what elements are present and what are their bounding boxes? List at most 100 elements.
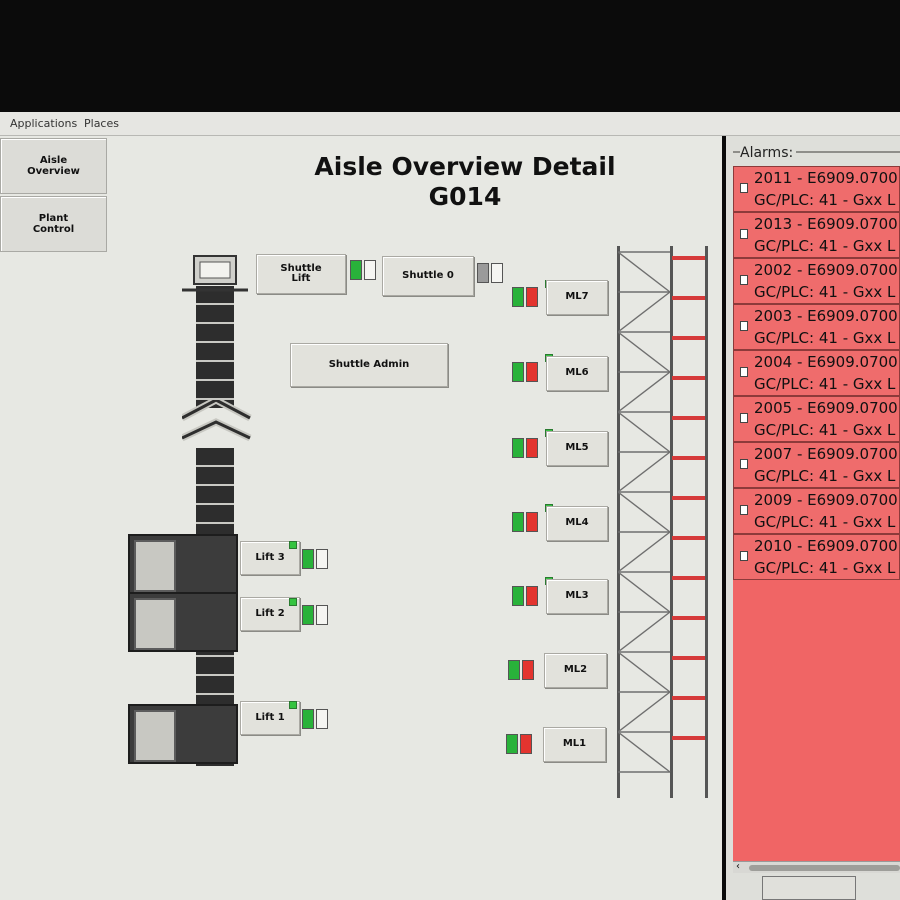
alarm-line-2: GC/PLC: 41 - Gxx L <box>754 191 896 209</box>
ml6-button[interactable]: ML6 <box>546 356 608 391</box>
alarm-document-icon[interactable] <box>740 459 748 469</box>
ml2-red-led <box>522 660 534 680</box>
lift-2-status-dot <box>289 598 297 606</box>
lift-1-station <box>128 704 238 764</box>
scrollbar-thumb[interactable] <box>749 865 900 871</box>
ml4-green-led <box>512 512 524 532</box>
ml6-green-led <box>512 362 524 382</box>
alarm-line-1: 2010 - E6909.0700 <box>754 537 898 555</box>
ml5-red-led <box>526 438 538 458</box>
lift-2-station <box>128 592 238 652</box>
alarm-row[interactable]: 2005 - E6909.0700 GC/PLC: 41 - Gxx L <box>733 396 900 442</box>
ml2-button[interactable]: ML2 <box>544 653 607 688</box>
alarm-line-1: 2009 - E6909.0700 <box>754 491 898 509</box>
alarm-document-icon[interactable] <box>740 413 748 423</box>
shuttle-0-white-led <box>491 263 503 283</box>
ml1-button[interactable]: ML1 <box>543 727 606 762</box>
alarm-line-1: 2011 - E6909.0700 <box>754 169 898 187</box>
lift-shaft-break-icon <box>182 400 252 442</box>
lift-3-green-led <box>302 549 314 569</box>
ml1-red-led <box>520 734 532 754</box>
ml7-button[interactable]: ML7 <box>546 280 608 315</box>
rack-post-mid <box>670 246 673 798</box>
alarm-line-2: GC/PLC: 41 - Gxx L <box>754 237 896 255</box>
shuttle-lift-top-icon <box>182 255 248 292</box>
main-panel <box>0 136 722 900</box>
alarm-line-2: GC/PLC: 41 - Gxx L <box>754 513 896 531</box>
alarm-line-2: GC/PLC: 41 - Gxx L <box>754 375 896 393</box>
lift-1-green-led <box>302 709 314 729</box>
places-menu[interactable]: Places <box>84 117 119 130</box>
ml7-red-led <box>526 287 538 307</box>
page-title: Aisle Overview Detail G014 <box>310 152 620 212</box>
ml1-green-led <box>506 734 518 754</box>
alarm-line-1: 2005 - E6909.0700 <box>754 399 898 417</box>
lift-3-station <box>128 534 238 594</box>
system-menu-bar: Applications Places <box>0 112 900 136</box>
plant-control-button[interactable]: Plant Control <box>0 196 107 252</box>
alarm-line-2: GC/PLC: 41 - Gxx L <box>754 467 896 485</box>
alarm-line-1: 2004 - E6909.0700 <box>754 353 898 371</box>
alarm-document-icon[interactable] <box>740 551 748 561</box>
alarm-line-2: GC/PLC: 41 - Gxx L <box>754 559 896 577</box>
alarms-group-border <box>733 151 900 153</box>
alarm-line-2: GC/PLC: 41 - Gxx L <box>754 283 896 301</box>
aisle-overview-button[interactable]: Aisle Overview <box>0 138 107 194</box>
lift-1-status-dot <box>289 701 297 709</box>
alarm-row[interactable]: 2010 - E6909.0700 GC/PLC: 41 - Gxx L <box>733 534 900 580</box>
ml7-green-led <box>512 287 524 307</box>
alarm-document-icon[interactable] <box>740 505 748 515</box>
lift-3-white-led <box>316 549 328 569</box>
lift-shaft-upper <box>196 286 234 408</box>
alarm-row[interactable]: 2013 - E6909.0700 GC/PLC: 41 - Gxx L <box>733 212 900 258</box>
lift-2-green-led <box>302 605 314 625</box>
scroll-left-icon[interactable]: ‹ <box>736 861 740 872</box>
alarm-row[interactable]: 2003 - E6909.0700 GC/PLC: 41 - Gxx L <box>733 304 900 350</box>
alarm-document-icon[interactable] <box>740 275 748 285</box>
alarm-row[interactable]: 2009 - E6909.0700 GC/PLC: 41 - Gxx L <box>733 488 900 534</box>
page-title-line-2: G014 <box>428 182 502 211</box>
shuttle-0-button[interactable]: Shuttle 0 <box>382 256 474 296</box>
lift-2-white-led <box>316 605 328 625</box>
rack-post-left <box>617 246 620 798</box>
ml5-button[interactable]: ML5 <box>546 431 608 466</box>
alarm-document-icon[interactable] <box>740 367 748 377</box>
ml6-red-led <box>526 362 538 382</box>
alarm-line-1: 2013 - E6909.0700 <box>754 215 898 233</box>
alarm-line-2: GC/PLC: 41 - Gxx L <box>754 329 896 347</box>
ml4-button[interactable]: ML4 <box>546 506 608 541</box>
alarm-document-icon[interactable] <box>740 321 748 331</box>
lift-1-white-led <box>316 709 328 729</box>
ml2-green-led <box>508 660 520 680</box>
alarm-line-1: 2002 - E6909.0700 <box>754 261 898 279</box>
alarm-line-1: 2003 - E6909.0700 <box>754 307 898 325</box>
ml3-button[interactable]: ML3 <box>546 579 608 614</box>
rack-frame <box>618 251 705 773</box>
shuttle-lift-button[interactable]: Shuttle Lift <box>256 254 346 294</box>
lift-3-status-dot <box>289 541 297 549</box>
rack-post-right <box>705 246 708 798</box>
alarm-row[interactable]: 2002 - E6909.0700 GC/PLC: 41 - Gxx L <box>733 258 900 304</box>
alarm-document-icon[interactable] <box>740 229 748 239</box>
shuttle-0-grey-led <box>477 263 489 283</box>
shuttle-admin-button[interactable]: Shuttle Admin <box>290 343 448 387</box>
shuttle-lift-green-led <box>350 260 362 280</box>
applications-menu[interactable]: Applications <box>10 117 78 130</box>
alarm-toolbar-button[interactable] <box>762 876 856 900</box>
ml3-red-led <box>526 586 538 606</box>
page-title-line-1: Aisle Overview Detail <box>314 152 616 181</box>
alarm-document-icon[interactable] <box>740 183 748 193</box>
ml3-green-led <box>512 586 524 606</box>
shuttle-lift-white-led <box>364 260 376 280</box>
alarm-line-2: GC/PLC: 41 - Gxx L <box>754 421 896 439</box>
alarms-label: Alarms: <box>740 145 797 161</box>
alarm-row[interactable]: 2011 - E6909.0700 GC/PLC: 41 - Gxx L <box>733 166 900 212</box>
alarms-horizontal-scrollbar[interactable]: ‹ <box>733 861 900 873</box>
ml5-green-led <box>512 438 524 458</box>
alarm-list[interactable]: 2011 - E6909.0700 GC/PLC: 41 - Gxx L 201… <box>733 166 900 862</box>
ml4-red-led <box>526 512 538 532</box>
alarm-line-1: 2007 - E6909.0700 <box>754 445 898 463</box>
alarm-row[interactable]: 2007 - E6909.0700 GC/PLC: 41 - Gxx L <box>733 442 900 488</box>
alarm-row[interactable]: 2004 - E6909.0700 GC/PLC: 41 - Gxx L <box>733 350 900 396</box>
